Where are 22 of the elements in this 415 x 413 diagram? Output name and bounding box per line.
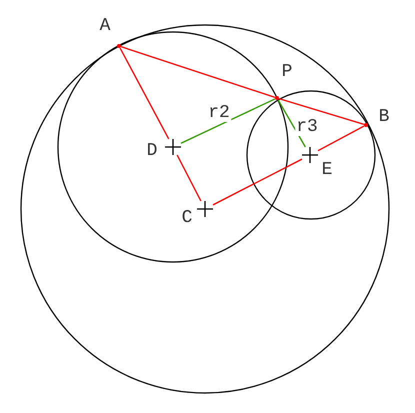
edge-label: r2 — [207, 104, 231, 122]
line-segment — [120, 46, 276, 98]
center-cross-mark — [302, 147, 318, 163]
point-label: E — [322, 161, 332, 179]
line-segment — [120, 48, 170, 140]
point — [364, 123, 368, 127]
line-segment — [278, 100, 306, 148]
point — [117, 44, 121, 48]
point-label: D — [146, 142, 158, 160]
line-segment — [176, 154, 202, 202]
line-segment — [318, 126, 364, 152]
center-cross-mark — [165, 139, 181, 155]
edge-label: r3 — [295, 118, 319, 136]
point-label: P — [282, 63, 292, 81]
point-label: A — [100, 17, 110, 35]
point-label: B — [378, 108, 390, 126]
line-segment — [212, 158, 302, 206]
line-segment — [180, 98, 276, 144]
point-label: C — [182, 209, 192, 227]
center-cross-mark — [197, 201, 213, 217]
point — [275, 96, 279, 100]
line-segment — [278, 98, 364, 126]
